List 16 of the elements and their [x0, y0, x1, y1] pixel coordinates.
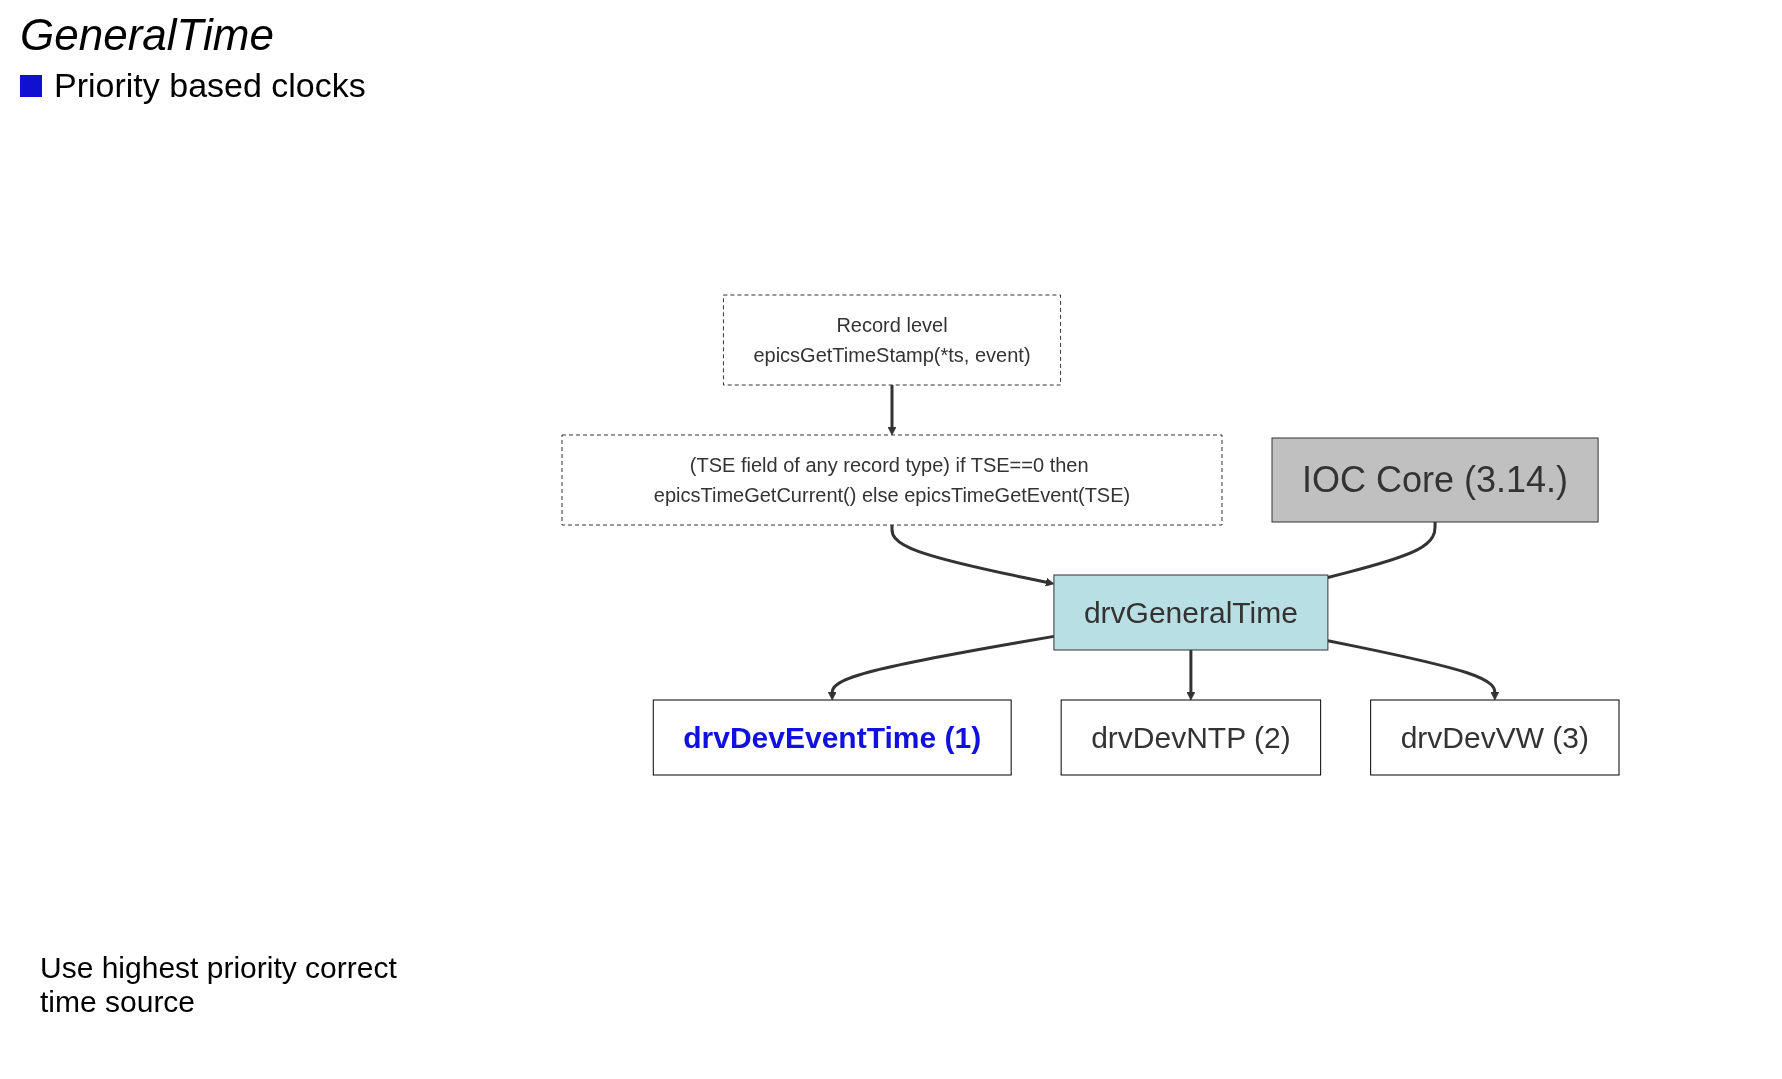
- connector: [1327, 522, 1437, 579]
- node-box: (TSE field of any record type) if TSE==0 then epicsTimeGetCurrent() else epicsTimeGetEvent(TSE): [561, 434, 1222, 526]
- node-box: IOC Core (3.14.): [1271, 437, 1599, 523]
- node-box: Record level epicsGetTimeStamp(*ts, event): [722, 294, 1061, 386]
- title: GeneralTime: [20, 10, 275, 60]
- node-box: drvDevEventTime (1): [652, 699, 1012, 776]
- arrow: [887, 385, 896, 436]
- arrow: [1327, 639, 1499, 701]
- node-box: drvGeneralTime: [1052, 574, 1328, 651]
- node-box: drvDevNTP (2): [1060, 699, 1321, 776]
- note: Use highest priority correct time source: [40, 951, 398, 1019]
- node-box: drvDevVW (3): [1369, 699, 1619, 776]
- arrow: [1186, 650, 1195, 701]
- bullet-text: Priority based clocks: [54, 66, 366, 104]
- arrow: [890, 525, 1054, 587]
- arrow: [827, 634, 1054, 701]
